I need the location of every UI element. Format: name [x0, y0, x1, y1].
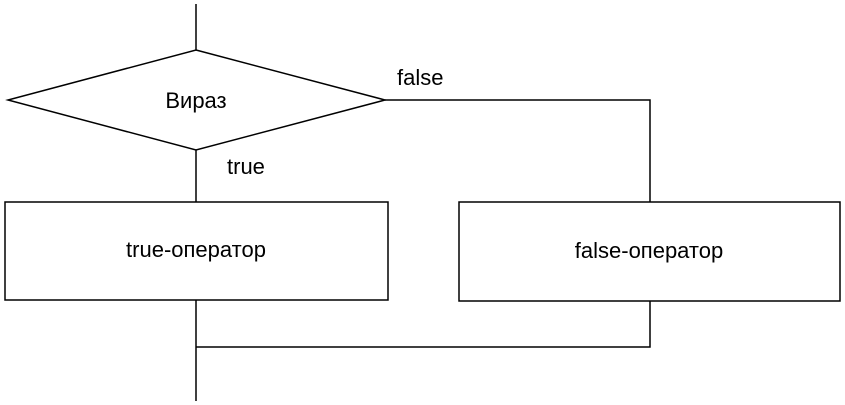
false-operator-label: false-оператор: [575, 238, 723, 263]
true-operator-box: [4, 201, 389, 301]
true-edge-label: true: [227, 154, 265, 179]
true-operator-label: true-оператор: [126, 237, 266, 262]
decision-label: Вираз: [165, 88, 226, 113]
false-edge-label: false: [397, 65, 443, 90]
false-merge-connector: [196, 301, 651, 348]
false-branch-connector: [385, 99, 651, 202]
